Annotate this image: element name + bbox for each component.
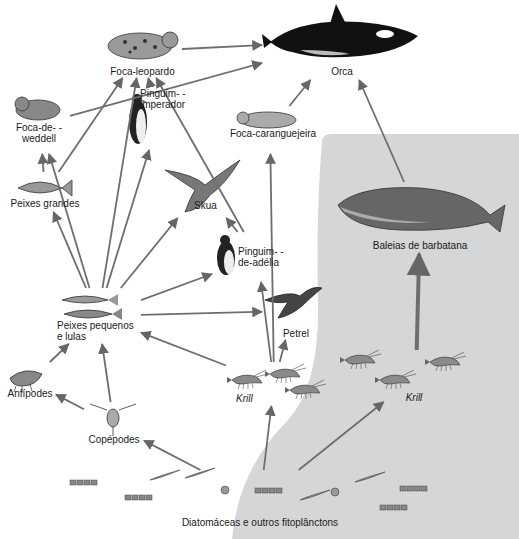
feeding-arrow — [56, 395, 84, 410]
organism-node: Krill — [226, 362, 322, 406]
feeding-arrow — [103, 78, 137, 288]
feeding-arrow — [107, 150, 150, 288]
feeding-arrow — [50, 344, 69, 362]
organism-label: Krill — [394, 392, 434, 403]
feeding-arrow — [144, 441, 200, 470]
weddell-seal-drawing — [15, 97, 60, 120]
organism-label: Petrel — [276, 328, 316, 339]
feeding-arrow — [59, 78, 123, 172]
petrel-drawing — [265, 287, 322, 318]
feeding-arrow — [280, 340, 286, 362]
organism-node: Pinguim- -imperador — [124, 86, 194, 150]
feeding-arrow — [289, 80, 310, 106]
organism-label: Orca — [317, 66, 367, 77]
organism-label: Pinguim- -de-adélia — [238, 246, 294, 268]
crabeater-seal-drawing — [237, 112, 296, 128]
feeding-arrow — [42, 154, 43, 172]
organism-label: Peixes grandes — [10, 198, 80, 209]
organism-node: Peixes grandes — [10, 172, 80, 212]
organism-label: Baleias de barbatana — [360, 240, 480, 251]
organism-label: Krill — [236, 393, 266, 404]
organism-node: Peixes pequenos e lulas — [55, 288, 141, 344]
organism-node: Anfípodes — [4, 362, 56, 400]
organism-label: Foca-leopardo — [105, 66, 180, 77]
shaded-region — [232, 134, 519, 539]
organism-label: Anfípodes — [4, 388, 56, 399]
organism-node: Foca-de- -weddell — [10, 94, 70, 154]
large-fish-drawing — [18, 180, 72, 196]
feeding-arrow — [148, 78, 150, 86]
small-fish-squid-drawing — [62, 294, 122, 320]
feeding-arrow — [70, 63, 262, 116]
organism-label: Diatomáceas e outros fitoplânctons — [60, 517, 460, 528]
skua-drawing — [165, 160, 240, 212]
organism-node: Skua — [162, 158, 242, 218]
feeding-arrow — [417, 254, 419, 350]
organism-node: Foca-caranguejeira — [228, 106, 312, 154]
organism-label: Pinguim- -imperador — [140, 88, 196, 110]
organism-label: Foca-de- -weddell — [15, 122, 63, 144]
feeding-arrow — [141, 274, 212, 300]
organism-node: Copépodes — [84, 402, 144, 448]
feeding-arrow — [102, 344, 111, 402]
feeding-arrow — [141, 312, 262, 315]
krill-right-drawing — [340, 350, 466, 389]
organism-label: Skua — [194, 200, 234, 211]
feeding-arrow — [121, 218, 178, 288]
organism-node: Orca — [262, 2, 422, 80]
organism-label: Peixes pequenos e lulas — [57, 320, 139, 342]
phytoplankton-drawing — [70, 468, 427, 510]
feeding-arrow — [299, 402, 384, 470]
organism-node: Baleias de barbatana — [330, 182, 510, 254]
feeding-arrow — [261, 282, 271, 362]
adelie-penguin-drawing — [217, 235, 235, 275]
organism-node: Pinguim- -de-adélia — [212, 232, 304, 282]
feeding-arrow — [182, 45, 262, 49]
leopard-seal-drawing — [108, 32, 178, 59]
feeding-arrow — [359, 80, 404, 182]
feeding-arrow — [49, 154, 89, 288]
organism-node: Diatomáceas e outros fitoplânctons — [60, 470, 460, 532]
fin-whale-drawing — [338, 188, 505, 232]
feeding-arrow — [264, 406, 272, 470]
feeding-arrow — [226, 218, 237, 232]
feeding-arrow — [54, 212, 87, 288]
copepod-drawing — [90, 404, 136, 436]
feeding-arrow — [141, 333, 226, 366]
organism-node: Petrel — [262, 282, 324, 340]
organism-node: Krill — [336, 350, 496, 402]
organism-label: Foca-caranguejeira — [228, 128, 318, 139]
organism-node: Foca-leopardo — [100, 24, 182, 78]
organism-label: Copépodes — [84, 434, 144, 445]
orca-drawing — [262, 4, 418, 57]
